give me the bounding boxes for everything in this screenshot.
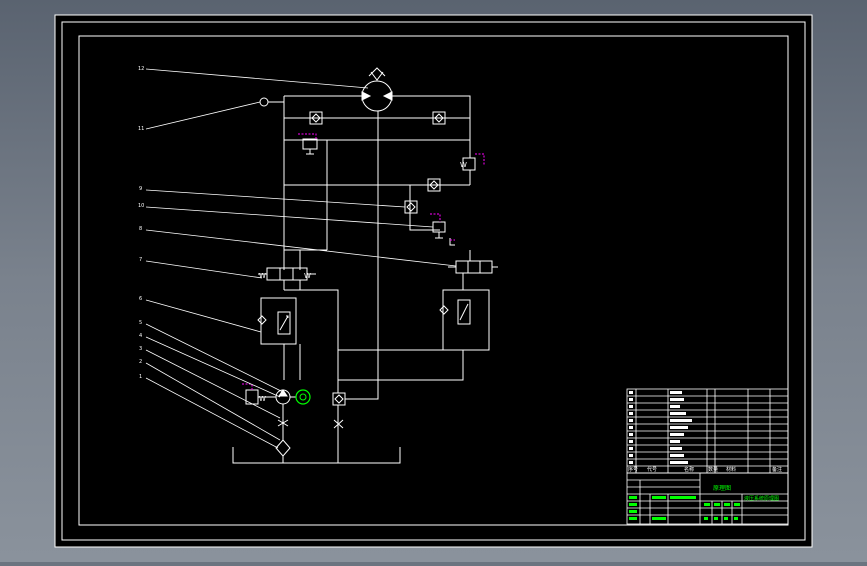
oil-tank — [232, 447, 401, 464]
callout-12[interactable]: 12 — [138, 66, 144, 72]
svg-text:备注: 备注 — [772, 466, 782, 473]
callout-10[interactable]: 10 — [138, 203, 144, 209]
svg-text:W: W — [460, 161, 467, 169]
motor-shaft-arrows — [368, 67, 386, 81]
parts-list-header: 序号 代号 名称 数量 材料 备注 — [628, 466, 782, 473]
svg-text:数量: 数量 — [708, 466, 718, 473]
callout-8[interactable]: 8 — [139, 226, 142, 232]
callout-4[interactable]: 4 — [139, 333, 142, 339]
flow-control-left — [260, 297, 297, 345]
callout-7[interactable]: 7 — [139, 257, 142, 263]
sheet-inner-border — [78, 35, 789, 526]
title-block-green-text: 原理图 液压系统原理图 — [629, 485, 779, 520]
pilot-lines — [242, 133, 485, 390]
svg-text:W: W — [304, 272, 311, 280]
svg-text:代号: 代号 — [647, 466, 657, 473]
solenoid-marks: W W W W — [259, 161, 467, 403]
callout-1[interactable]: 1 — [139, 374, 142, 380]
svg-text:W: W — [259, 272, 266, 280]
callout-9[interactable]: 9 — [139, 186, 142, 192]
svg-text:名称: 名称 — [684, 466, 694, 473]
svg-text:W: W — [259, 395, 266, 403]
check-valve-mid-right — [427, 178, 441, 192]
model-space-canvas — [54, 14, 813, 548]
relief-valve-right — [462, 157, 476, 171]
suction-filter — [275, 439, 291, 457]
callout-2[interactable]: 2 — [139, 359, 142, 365]
throttle-valve-left — [277, 311, 291, 335]
callout-labels: 12 11 9 10 8 7 6 5 4 3 2 1 — [138, 66, 144, 380]
leader-lines — [145, 68, 457, 449]
hydraulic-circuit — [232, 67, 498, 464]
svg-text:序号: 序号 — [628, 466, 638, 473]
parts-list-cell-marks — [629, 391, 692, 464]
svg-text:材料: 材料 — [726, 466, 736, 473]
drawing-name: 液压系统原理图 — [744, 495, 779, 502]
drawing-title: 原理图 — [713, 485, 731, 492]
title-block — [626, 472, 789, 525]
check-valve-top-right — [432, 111, 446, 125]
callout-5[interactable]: 5 — [139, 320, 142, 326]
callout-6[interactable]: 6 — [139, 296, 142, 302]
sheet-outer-frame — [61, 21, 806, 541]
callout-11[interactable]: 11 — [138, 126, 144, 132]
callout-3[interactable]: 3 — [139, 346, 142, 352]
check-valve-top-left — [309, 111, 323, 125]
electric-motor — [295, 389, 311, 405]
throttle-valve-right — [457, 299, 471, 325]
